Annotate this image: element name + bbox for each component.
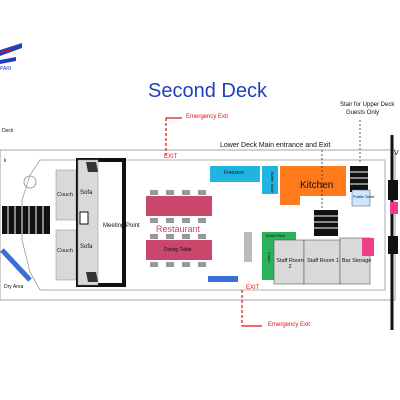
dining-table-label: Dining Table bbox=[164, 247, 192, 253]
bar-storage-label: Bar Storage bbox=[342, 258, 372, 264]
ramp bbox=[0, 248, 32, 282]
upper-stair-label-1: Stair for Upper Deck bbox=[340, 102, 395, 108]
couch-bottom-block bbox=[55, 229, 77, 281]
left-label-2: k bbox=[4, 158, 7, 164]
cabin-block bbox=[262, 240, 274, 280]
logo bbox=[0, 43, 22, 64]
left-label-3: Dry Area bbox=[4, 284, 24, 290]
kitchen-label: Kitchen bbox=[300, 180, 334, 191]
emergency-arrow-top bbox=[165, 117, 182, 155]
right-edge-label: V bbox=[394, 150, 399, 157]
public-toilet-block bbox=[351, 189, 371, 207]
meeting-point-label: Meeting Point bbox=[103, 223, 140, 229]
sofa-mid-label: Sofa bbox=[80, 244, 93, 250]
restaurant-tables bbox=[146, 190, 212, 267]
couch-bottom-label: Couch bbox=[57, 248, 73, 254]
freezers-label: Freezers bbox=[224, 170, 244, 176]
porthole bbox=[23, 175, 37, 189]
upper-stair bbox=[350, 166, 368, 192]
cabin-label: Cabin bbox=[267, 252, 272, 263]
emergency-exit-top-label: Emergency Exit bbox=[186, 114, 229, 120]
hull-outline bbox=[0, 149, 396, 301]
buffet-table-label: Buffet Table bbox=[270, 172, 275, 193]
wall-stub-a bbox=[244, 232, 252, 262]
sofa-frame bbox=[76, 158, 126, 287]
sofa-top-label: Sofa bbox=[80, 190, 93, 196]
kitchen-block bbox=[280, 166, 346, 205]
restaurant-label: Restaurant bbox=[156, 224, 201, 234]
staff-room-1-label: Staff Room 1 bbox=[307, 258, 339, 264]
hull-inner-outline bbox=[21, 159, 386, 291]
freezers-block bbox=[210, 166, 260, 182]
couch-top-label: Couch bbox=[57, 192, 73, 198]
public-toilet-label: Public Toilet bbox=[353, 194, 375, 199]
staff-room-2-block bbox=[273, 239, 305, 285]
deck-title: Second Deck bbox=[148, 80, 267, 102]
upper-stair-label-2: Guests Only bbox=[346, 110, 380, 116]
staff-room-2-label: Staff Room 2 bbox=[276, 258, 304, 270]
left-label-1: Deck bbox=[2, 128, 14, 134]
exit-top-label: EXIT bbox=[164, 154, 178, 160]
right-deck-structure bbox=[388, 135, 398, 330]
emergency-arrow-bottom bbox=[241, 290, 262, 327]
book-rack-block bbox=[262, 232, 296, 240]
lower-deck-entrance-label: Lower Deck Main entrance and Exit bbox=[220, 142, 331, 149]
pink-block bbox=[362, 238, 374, 256]
exit-bottom-label: EXIT bbox=[246, 285, 260, 291]
buffet-table-block bbox=[262, 166, 278, 194]
logo-text: PARI bbox=[0, 66, 12, 72]
emergency-exit-bottom-label: Emergency Exit bbox=[268, 322, 311, 328]
book-rack-label: Book Rack bbox=[266, 233, 286, 238]
staff-room-1-block bbox=[303, 239, 341, 285]
left-stair bbox=[2, 206, 50, 234]
blue-strip bbox=[208, 276, 238, 282]
lower-deck-stair bbox=[314, 210, 338, 236]
